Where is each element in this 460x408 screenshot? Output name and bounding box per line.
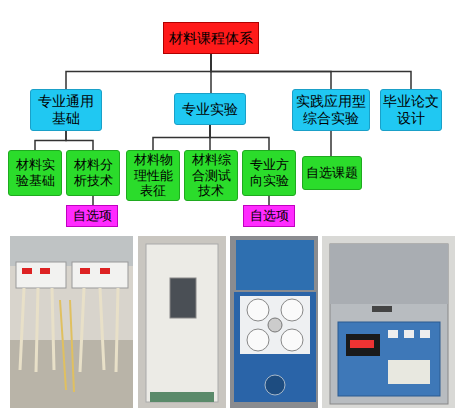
handle <box>372 306 392 312</box>
tree-connector <box>211 54 411 89</box>
node-label: 毕业论文设计 <box>383 93 439 127</box>
photo-background <box>322 236 455 408</box>
jar <box>247 299 269 321</box>
display <box>22 268 32 274</box>
jar <box>281 299 303 321</box>
photo-background <box>138 236 226 408</box>
node-label: 材料分析技术 <box>68 157 118 188</box>
text-wrap: 毕业论文设计 <box>383 93 439 127</box>
category-box: 专业实验 <box>174 93 246 125</box>
text-wrap: 自选项 <box>73 208 112 224</box>
photo-background <box>230 236 318 408</box>
tree-connector <box>210 125 269 150</box>
root-box: 材料课程体系 <box>163 22 259 54</box>
base-stripe <box>150 392 214 402</box>
course-box: 自选课题 <box>302 156 362 190</box>
text-wrap: 自选课题 <box>306 165 358 181</box>
controller-display <box>346 334 380 356</box>
node-label: 自选项 <box>250 208 289 224</box>
category-box: 实践应用型综合实验 <box>292 89 370 131</box>
jar <box>247 329 269 351</box>
mill-lid <box>236 240 314 290</box>
switch <box>420 330 430 338</box>
course-box: 专业方向实验 <box>242 150 296 196</box>
node-label: 专业通用基础 <box>33 93 99 127</box>
category-box: 专业通用基础 <box>30 89 102 131</box>
node-label: 材料综合测试技术 <box>186 152 236 199</box>
text-wrap: 材料综合测试技术 <box>186 152 236 199</box>
tree-connector <box>268 196 270 205</box>
text-wrap: 材料物理性能表征 <box>128 152 178 199</box>
option-box: 自选项 <box>243 205 295 227</box>
oven-window <box>170 278 196 318</box>
drying-oven-photo <box>138 236 226 408</box>
display <box>100 268 110 274</box>
tree-connector <box>35 131 66 150</box>
node-label: 自选项 <box>73 208 112 224</box>
node-label: 专业实验 <box>182 101 238 118</box>
text-wrap: 材料分析技术 <box>68 157 118 188</box>
electrochemical-station-photo <box>10 236 133 408</box>
node-label: 自选课题 <box>306 165 358 181</box>
wires <box>60 300 74 392</box>
mill-chamber <box>240 296 310 354</box>
mill-body <box>234 292 316 402</box>
instrument-box <box>16 262 66 288</box>
option-box: 自选项 <box>66 205 118 227</box>
course-box: 材料实验基础 <box>8 150 62 196</box>
text-wrap: 专业实验 <box>182 101 238 118</box>
display <box>80 268 90 274</box>
text-wrap: 自选项 <box>250 208 289 224</box>
text-wrap: 专业通用基础 <box>33 93 99 127</box>
vent <box>265 375 285 395</box>
text-wrap: 材料课程体系 <box>169 30 253 47</box>
text-wrap: 实践应用型综合实验 <box>295 93 367 127</box>
switch <box>404 330 414 338</box>
tree-connector <box>66 54 211 89</box>
tree-connector <box>92 196 94 205</box>
oven-body <box>146 244 218 402</box>
node-label: 实践应用型综合实验 <box>295 93 367 127</box>
node-label: 材料物理性能表征 <box>128 152 178 199</box>
text-wrap: 专业方向实验 <box>244 157 294 188</box>
node-label: 专业方向实验 <box>244 157 294 188</box>
tube-furnace-photo <box>322 236 455 408</box>
tree-connector <box>330 131 332 156</box>
ball-mill-photo <box>230 236 318 408</box>
hub <box>268 318 282 332</box>
text-wrap: 材料实验基础 <box>10 157 60 188</box>
control-panel <box>338 322 440 396</box>
tree-connector <box>153 125 210 150</box>
switch <box>388 330 398 338</box>
instrument-box <box>72 262 128 288</box>
photo-background <box>10 236 133 408</box>
furnace-top <box>330 244 448 304</box>
course-box: 材料物理性能表征 <box>126 150 180 201</box>
node-label: 材料实验基础 <box>10 157 60 188</box>
node-label: 材料课程体系 <box>169 30 253 47</box>
display <box>40 268 50 274</box>
label-plate <box>388 360 430 384</box>
jar <box>281 329 303 351</box>
tree-connector <box>66 131 93 150</box>
temperature-digits <box>350 340 374 348</box>
course-box: 材料综合测试技术 <box>184 150 238 201</box>
course-box: 材料分析技术 <box>66 150 120 196</box>
wires <box>20 288 118 372</box>
category-box: 毕业论文设计 <box>380 89 442 131</box>
furnace-body <box>330 244 448 404</box>
